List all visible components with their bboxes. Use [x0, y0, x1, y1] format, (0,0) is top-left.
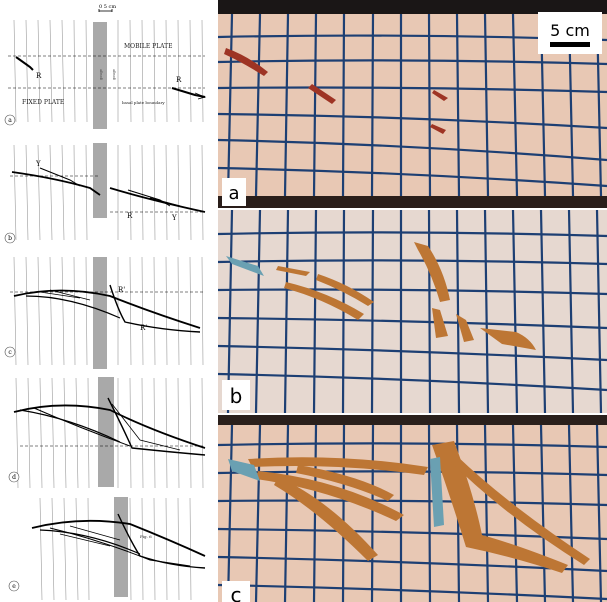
sketch-scale-label: 0 5 cm	[99, 4, 116, 10]
y-shear-label-b1: Y	[35, 160, 41, 168]
panel-e-letter: e	[12, 583, 16, 590]
gouge-strip-d	[98, 377, 114, 487]
gouge-strip-c	[93, 257, 107, 369]
panel-a-letter: a	[8, 117, 12, 124]
gouge-label-right: gouge	[112, 69, 116, 80]
riedel-conjugate-label-c2: R'	[140, 324, 147, 332]
gouge-label-left: gouge	[99, 69, 103, 80]
photo-a-letter: a	[228, 183, 239, 204]
fig-reference-label: Fig. 6	[140, 534, 152, 539]
fixed-plate-label: FIXED PLATE	[22, 99, 64, 106]
panel-b-letter: b	[8, 235, 12, 242]
gouge-strip-b	[93, 143, 107, 218]
basal-plate-boundary-label: basal plate boundary	[122, 100, 165, 105]
scale-bar-label: 5 cm	[550, 21, 590, 40]
sketch-column: 0 5 cm MOBILE PLATE FIXED PLATE basal pl…	[0, 0, 220, 602]
y-shear-label-b2: Y	[171, 214, 177, 222]
riedel-label-a1: R	[36, 72, 42, 80]
photo-panel-b: b	[218, 210, 607, 413]
sketch-vertical-lines	[14, 20, 203, 600]
riedel-conjugate-label-c1: R'	[118, 286, 125, 294]
photo-panel-c: c	[218, 415, 607, 602]
riedel-label-b: R	[127, 212, 133, 220]
mobile-plate-label: MOBILE PLATE	[124, 43, 173, 50]
photo-panel-a: 5 cm a	[218, 0, 607, 208]
riedel-label-a2: R	[176, 76, 182, 84]
scale-bar	[550, 42, 590, 47]
sketch-scale-bar: 0 5 cm	[99, 4, 116, 12]
photo-b-letter: b	[230, 384, 243, 408]
panel-d-letter: d	[12, 474, 16, 481]
photo-c-letter: c	[231, 583, 242, 602]
